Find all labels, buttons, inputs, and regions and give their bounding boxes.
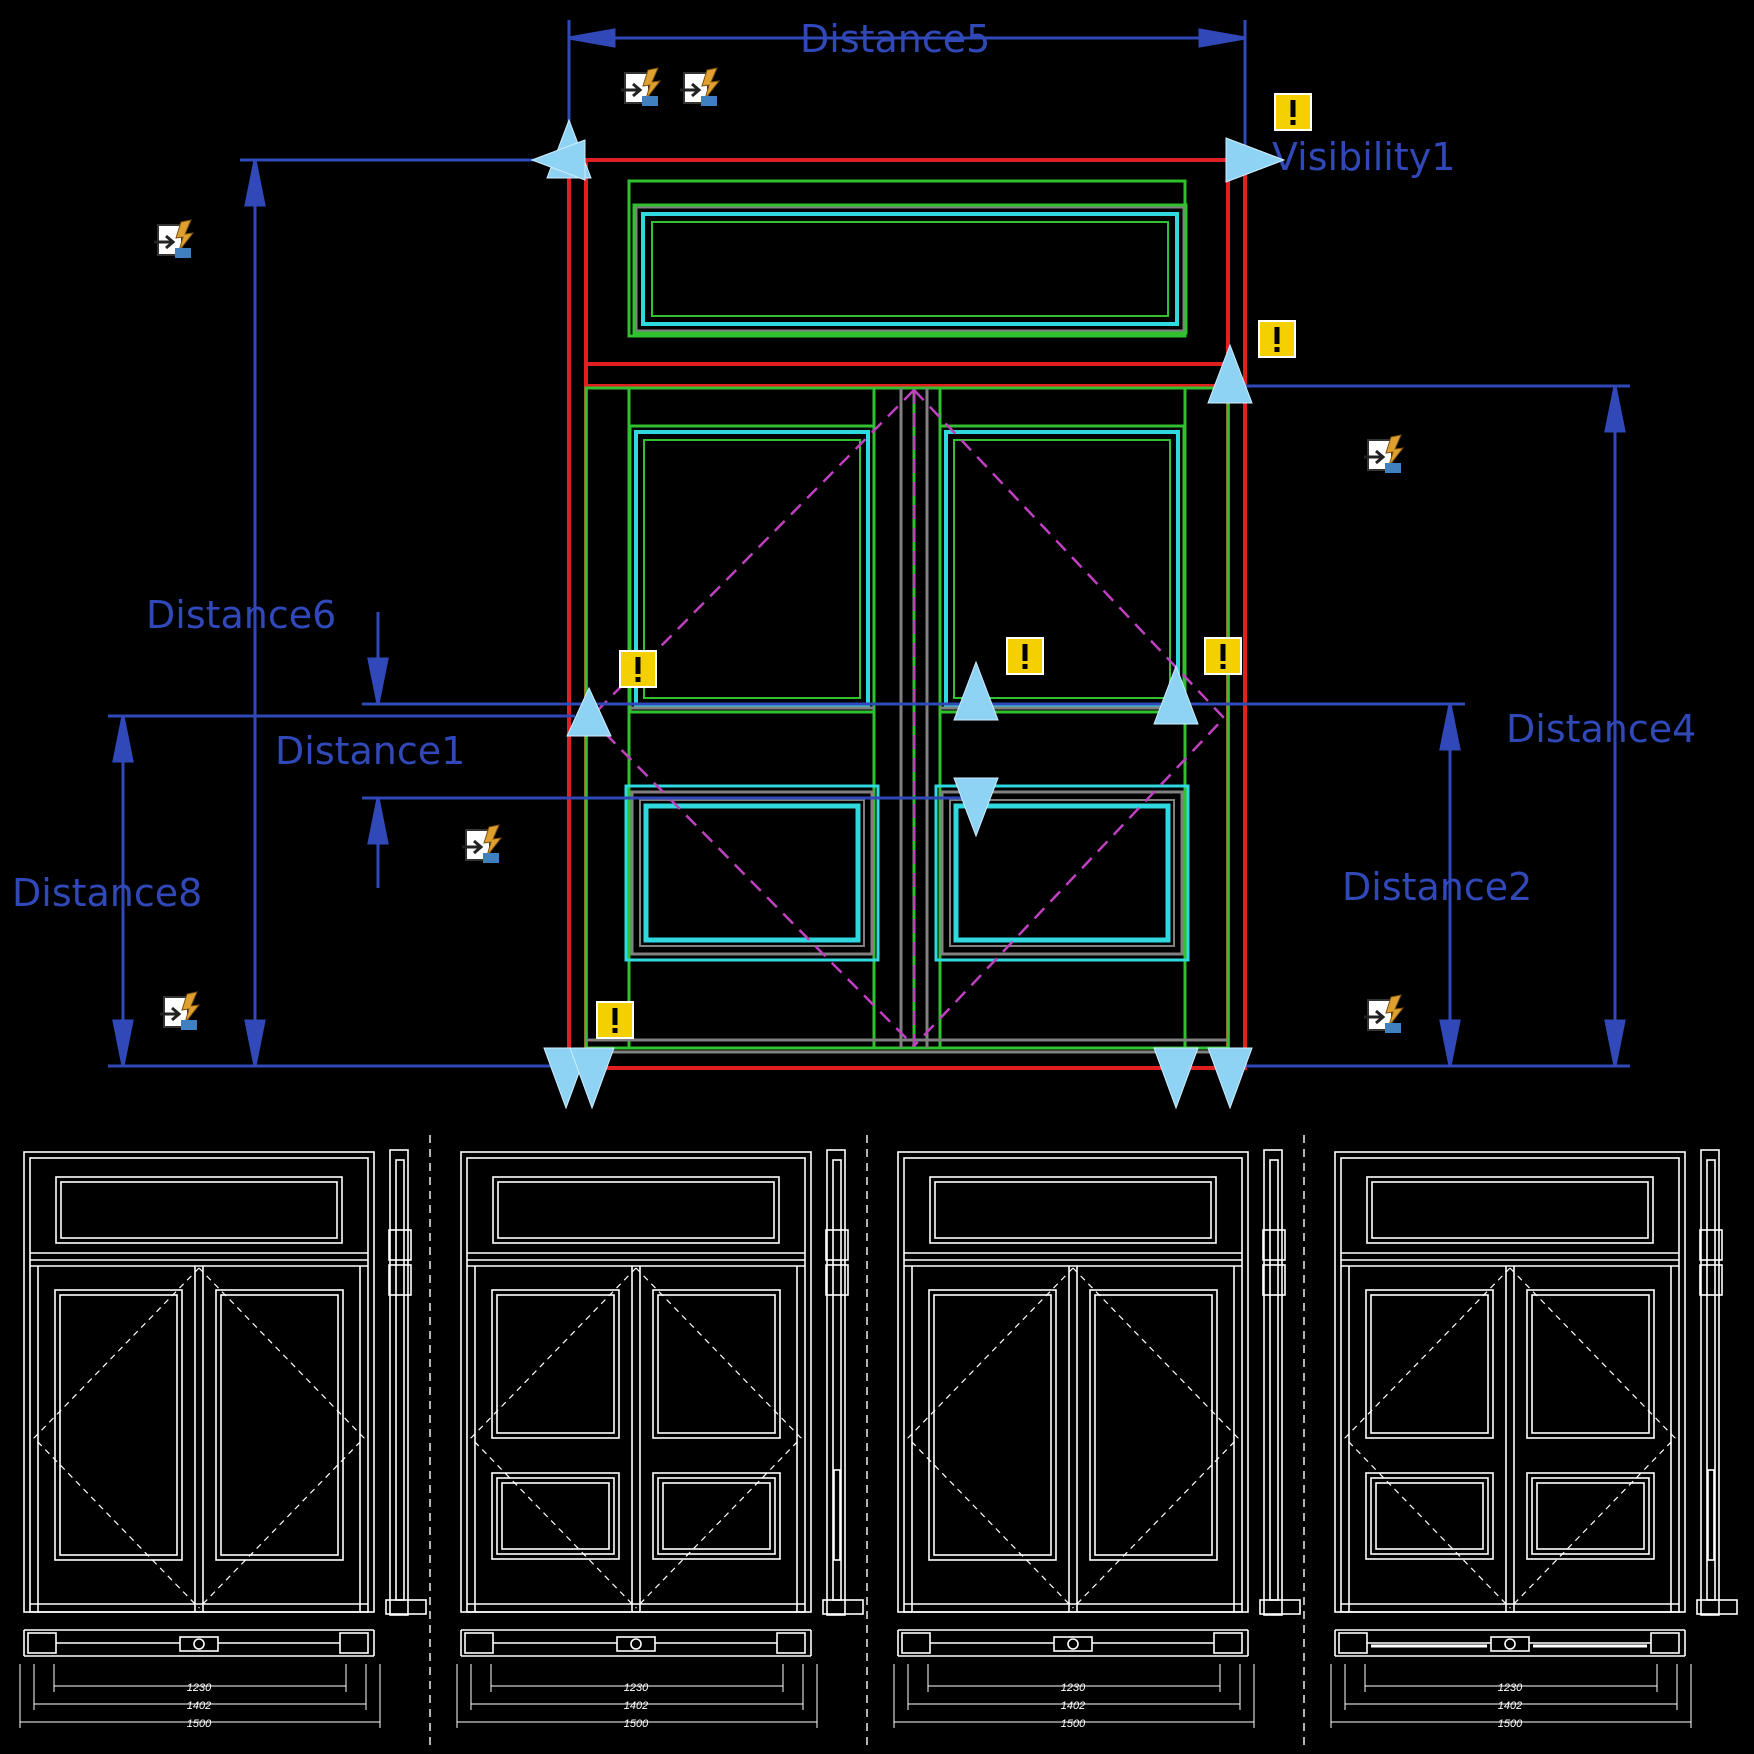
warning-icon[interactable] (596, 1001, 634, 1039)
distance8-label[interactable]: Distance8 (12, 871, 202, 915)
variant-dim-label: 1230 (1061, 1682, 1086, 1694)
variant-3[interactable]: 1230 1402 1500 (893, 1135, 1305, 1745)
block-action-icon[interactable] (1353, 425, 1415, 487)
distance1-label[interactable]: Distance1 (275, 729, 465, 773)
warning-icon[interactable] (1006, 637, 1044, 675)
grip-v1[interactable] (1225, 137, 1286, 183)
grip-d8-top[interactable] (566, 686, 612, 737)
swing-lines (588, 389, 1226, 1047)
block-editor-view: Distance5 Visibility1 Distance6 Distance… (12, 17, 1696, 1110)
distance4-label[interactable]: Distance4 (1506, 707, 1696, 751)
distance6-label[interactable]: Distance6 (146, 593, 336, 637)
grip-d5-left-side[interactable] (530, 139, 586, 181)
block-action-icon-selected[interactable] (149, 982, 211, 1044)
grip-right-mid[interactable] (1153, 664, 1199, 725)
variant-dim-label: 1500 (187, 1718, 212, 1730)
warning-icon[interactable] (1258, 320, 1296, 358)
door-frame (567, 158, 1247, 1070)
variant-dim-label: 1402 (1061, 1700, 1085, 1712)
warning-icon[interactable] (1204, 637, 1242, 675)
transom-panel (627, 179, 1188, 338)
variant-dim-label: 1230 (624, 1682, 649, 1694)
grip-bottom-right-1[interactable] (1153, 1047, 1199, 1110)
variant-dim-label: 1402 (187, 1700, 211, 1712)
block-action-icon[interactable] (669, 58, 731, 120)
grip-d1-bottom[interactable] (953, 777, 999, 838)
grip-top-right[interactable] (1207, 343, 1253, 404)
block-action-icon[interactable] (1353, 985, 1415, 1047)
grip-bottom-left-2[interactable] (569, 1047, 615, 1110)
block-action-icon[interactable] (143, 210, 205, 272)
variant-dim-label: 1402 (1498, 1700, 1522, 1712)
grip-bottom-right-2[interactable] (1207, 1047, 1253, 1110)
variant-dim-label: 1230 (187, 1682, 212, 1694)
variant-dim-label: 1402 (624, 1700, 648, 1712)
block-action-icon[interactable] (610, 58, 672, 120)
distance5-label[interactable]: Distance5 (800, 17, 990, 61)
variant-previews: 1230140215001230140215001230140215001230… (19, 1135, 1738, 1745)
visibility1-label[interactable]: Visibility1 (1272, 135, 1455, 179)
warning-icon[interactable] (619, 650, 657, 688)
door-leaves (584, 386, 1230, 1054)
variant-4[interactable]: 1230 1402 1500 (1330, 1149, 1738, 1730)
variant-dim-label: 1500 (1498, 1718, 1523, 1730)
variant-1[interactable]: 1230 1402 1500 (19, 1135, 431, 1745)
warning-icon[interactable] (1274, 93, 1312, 131)
variant-2[interactable]: 1230 1402 1500 (456, 1135, 868, 1745)
distance2-label[interactable]: Distance2 (1342, 865, 1532, 909)
dimension-lines (108, 20, 1630, 1068)
grip-d1-top[interactable] (953, 660, 999, 721)
parameter-grips[interactable] (530, 118, 1286, 1110)
variant-dim-label: 1500 (624, 1718, 649, 1730)
variant-dim-label: 1500 (1061, 1718, 1086, 1730)
block-action-icon[interactable] (451, 815, 513, 877)
variant-dim-label: 1230 (1498, 1682, 1523, 1694)
